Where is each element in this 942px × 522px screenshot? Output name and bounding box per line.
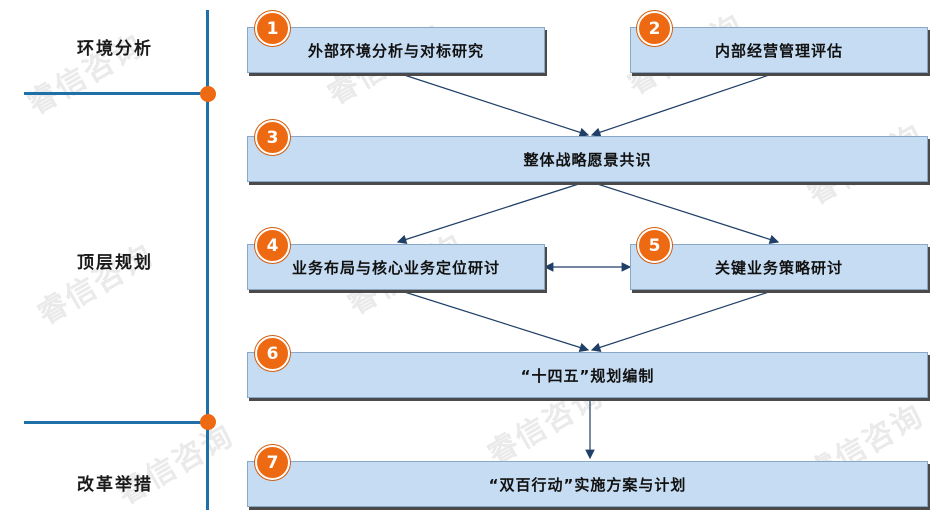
phase-label-reform: 改革举措 bbox=[77, 475, 153, 495]
step-number-badge-7: 7 bbox=[255, 445, 290, 480]
timeline-marker-1 bbox=[200, 86, 216, 102]
step-box-1: 外部环境分析与对标研究 bbox=[247, 27, 545, 73]
step-box-5: 关键业务策略研讨 bbox=[630, 244, 928, 290]
phase-label-environment: 环境分析 bbox=[77, 39, 153, 59]
step-label-1: 外部环境分析与对标研究 bbox=[307, 41, 484, 60]
step-number-badge-4: 4 bbox=[255, 228, 290, 263]
step-label-7: “双百行动”实施方案与计划 bbox=[488, 475, 687, 494]
step-box-6: “十四五”规划编制 bbox=[247, 352, 928, 398]
step-box-4: 业务布局与核心业务定位研讨 bbox=[247, 244, 545, 290]
phase-label-top-level: 顶层规划 bbox=[77, 253, 153, 273]
phase-divider-2 bbox=[24, 421, 208, 424]
step-number-badge-5: 5 bbox=[637, 228, 672, 263]
step-label-6: “十四五”规划编制 bbox=[520, 366, 655, 385]
step-number-badge-6: 6 bbox=[255, 336, 290, 371]
step-box-7: “双百行动”实施方案与计划 bbox=[247, 461, 928, 507]
step-label-5: 关键业务策略研讨 bbox=[714, 258, 843, 277]
phase-divider-1 bbox=[24, 92, 208, 95]
step-label-3: 整体战略愿景共识 bbox=[523, 150, 652, 169]
step-label-2: 内部经营管理评估 bbox=[714, 41, 843, 60]
step-number-badge-2: 2 bbox=[637, 11, 672, 46]
step-number-badge-3: 3 bbox=[255, 120, 290, 155]
timeline-marker-2 bbox=[200, 414, 216, 430]
timeline-vertical bbox=[206, 10, 209, 510]
step-box-2: 内部经营管理评估 bbox=[630, 27, 928, 73]
step-box-3: 整体战略愿景共识 bbox=[247, 136, 928, 182]
step-number-badge-1: 1 bbox=[255, 11, 290, 46]
step-label-4: 业务布局与核心业务定位研讨 bbox=[291, 258, 500, 277]
